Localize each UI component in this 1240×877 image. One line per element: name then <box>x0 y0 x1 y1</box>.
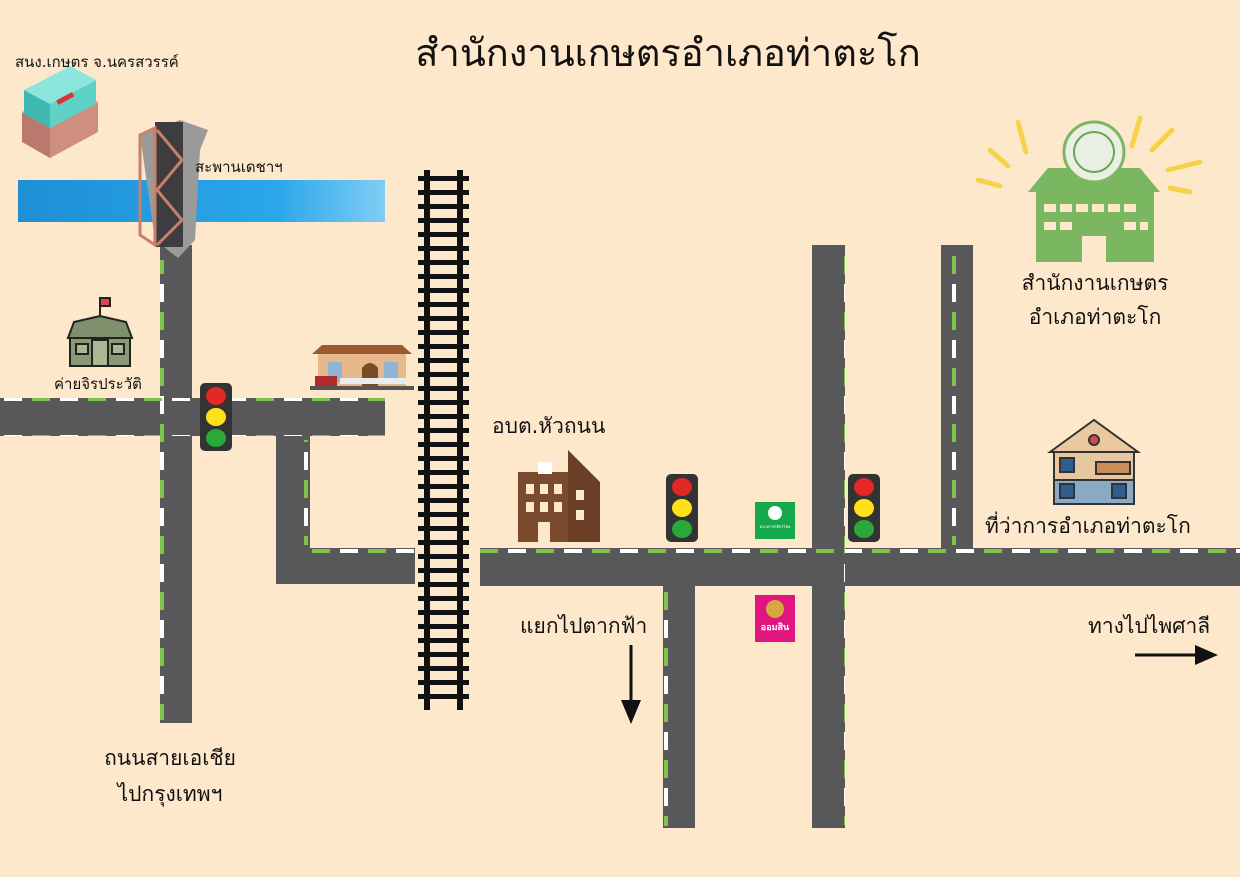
railway-tie <box>418 568 469 573</box>
railway-tie <box>418 484 469 489</box>
railway-tie <box>418 330 469 335</box>
railway-tie <box>418 526 469 531</box>
kbank-logo: ธนาคารกสิกรไทย <box>755 502 795 539</box>
provincial-office-icon <box>22 66 98 158</box>
arrow-right-icon <box>1135 645 1218 665</box>
railway-tie <box>418 442 469 447</box>
traffic-light-icon <box>848 474 880 542</box>
sao-label: อบต.หัวถนน <box>492 414 606 438</box>
district-ag-office-label-line2: อำเภอท่าตะโก <box>1028 305 1162 329</box>
gsb-logo-text: ออมสิน <box>760 623 790 633</box>
to-phaisali-label: ทางไปไพศาลี <box>1088 614 1211 638</box>
district-office-label: ที่ว่าการอำเภอท่าตะโก <box>985 514 1191 538</box>
railway-tie <box>418 414 469 419</box>
railway-tie <box>418 288 469 293</box>
kbank-logo-text: ธนาคารกสิกรไทย <box>759 524 791 529</box>
railway-tie <box>418 582 469 587</box>
page-title: สำนักงานเกษตรอำเภอท่าตะโก <box>415 31 921 75</box>
railway-tie <box>418 400 469 405</box>
district-ag-office-icon <box>975 115 1203 262</box>
takfa-junction-label: แยกไปตากฟ้า <box>520 614 648 638</box>
railway-tie <box>418 344 469 349</box>
asia-road-label-line1: ถนนสายเอเชีย <box>104 746 236 770</box>
railway-tie <box>418 260 469 265</box>
railway-tie <box>418 428 469 433</box>
railway-tie <box>418 470 469 475</box>
railway-tie <box>418 540 469 545</box>
railway-tie <box>418 610 469 615</box>
arrow-down-icon <box>621 645 641 724</box>
traffic-light-icon <box>666 474 698 542</box>
traffic-light-icon <box>200 383 232 451</box>
railway-tie <box>418 274 469 279</box>
railway-tie <box>418 358 469 363</box>
district-office-icon <box>1046 418 1142 505</box>
railway <box>418 170 469 710</box>
railway-tie <box>418 176 469 181</box>
railway-tie <box>418 204 469 209</box>
railway-tie <box>418 596 469 601</box>
asia-road-label: ถนนสายเอเชีย ไปกรุงเทพฯ <box>70 740 270 812</box>
railway-tie <box>418 666 469 671</box>
camp-label: ค่ายจิรประวัติ <box>54 375 142 393</box>
railway-tie <box>418 246 469 251</box>
railway-tie <box>418 190 469 195</box>
asia-road-label-line2: ไปกรุงเทพฯ <box>117 782 223 806</box>
camp-icon <box>66 297 134 367</box>
river <box>18 180 385 222</box>
railway-tie <box>418 498 469 503</box>
railway-tie <box>418 638 469 643</box>
provincial-office-label: สนง.เกษตร จ.นครสวรรค์ <box>15 53 179 71</box>
railway-tie <box>418 386 469 391</box>
railway-tie <box>418 232 469 237</box>
railway-tie <box>418 680 469 685</box>
bridge-icon <box>138 120 208 258</box>
railway-tie <box>418 652 469 657</box>
district-ag-office-label: สำนักงานเกษตร อำเภอท่าตะโก <box>990 266 1200 334</box>
bridge-label: สะพานเดชาฯ <box>195 158 283 176</box>
railway-tie <box>418 218 469 223</box>
railway-tie <box>418 694 469 699</box>
railway-tie <box>418 302 469 307</box>
train-station-icon <box>310 345 414 390</box>
sao-building-icon <box>518 450 600 542</box>
railway-tie <box>418 372 469 377</box>
district-ag-office-label-line1: สำนักงานเกษตร <box>1021 271 1169 295</box>
road-markings <box>0 255 1240 826</box>
railway-tie <box>418 624 469 629</box>
railway-tie <box>418 456 469 461</box>
gsb-logo: ออมสิน <box>755 595 795 642</box>
railway-tie <box>418 316 469 321</box>
railway-tie <box>418 554 469 559</box>
railway-tie <box>418 512 469 517</box>
